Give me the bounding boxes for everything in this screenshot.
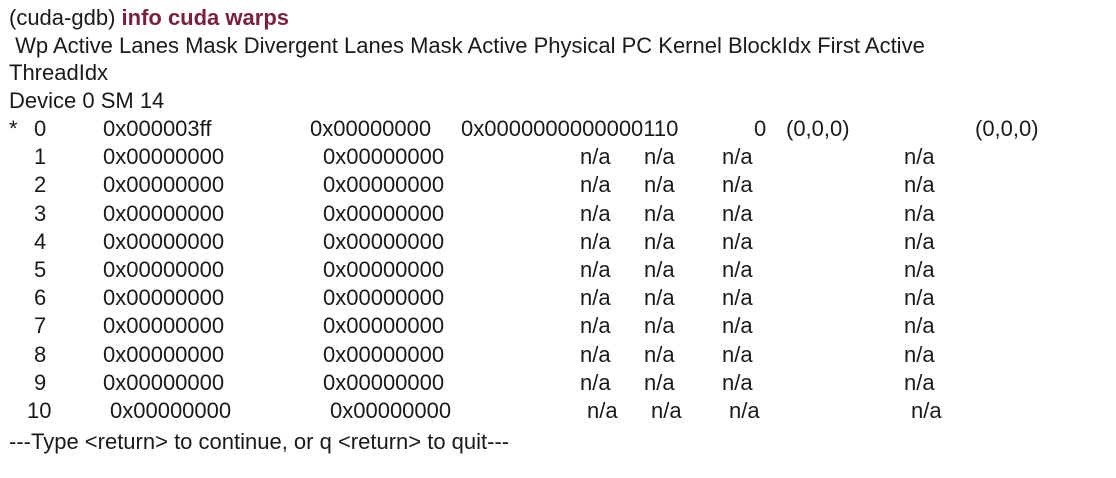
gdb-prompt: (cuda-gdb) xyxy=(9,5,116,30)
active-physical-pc: n/a xyxy=(580,228,611,254)
table-row: 4 0x00000000 0x00000000 n/a n/a n/a n/a xyxy=(0,228,1116,256)
active-lanes-mask: 0x00000000 xyxy=(103,228,225,254)
table-row: 5 0x00000000 0x00000000 n/a n/a n/a n/a xyxy=(0,256,1116,284)
current-warp-marker: * xyxy=(9,116,18,141)
first-active-thread-idx: n/a xyxy=(904,257,935,282)
warp-id: 5 xyxy=(34,257,47,282)
block-idx: n/a xyxy=(722,144,753,170)
table-row: 6 0x00000000 0x00000000 n/a n/a n/a n/a xyxy=(0,284,1116,312)
divergent-lanes-mask: 0x00000000 xyxy=(323,341,445,367)
active-lanes-mask: 0x00000000 xyxy=(103,313,225,339)
table-row: 9 0x00000000 0x00000000 n/a n/a n/a n/a xyxy=(0,369,1116,397)
warp-id: 3 xyxy=(34,200,47,226)
warp-id: 4 xyxy=(34,228,47,254)
first-active-thread-idx: n/a xyxy=(911,398,942,423)
block-idx: n/a xyxy=(722,172,753,198)
table-row: 7 0x00000000 0x00000000 n/a n/a n/a n/a xyxy=(0,312,1116,340)
table-row: 1 0x00000000 0x00000000 n/a n/a n/a n/a xyxy=(0,143,1116,171)
divergent-lanes-mask: 0x00000000 xyxy=(323,200,445,226)
divergent-lanes-mask: 0x00000000 xyxy=(310,116,432,141)
kernel-id: n/a xyxy=(644,144,675,170)
active-physical-pc: n/a xyxy=(580,285,611,311)
block-idx: n/a xyxy=(722,341,753,367)
warp-id: 7 xyxy=(34,313,47,339)
active-lanes-mask: 0x000003ff xyxy=(103,116,212,141)
warp-id: 8 xyxy=(34,341,47,367)
kernel-id: n/a xyxy=(644,341,675,367)
active-lanes-mask: 0x00000000 xyxy=(103,369,225,395)
divergent-lanes-mask: 0x00000000 xyxy=(330,398,452,423)
active-lanes-mask: 0x00000000 xyxy=(110,398,232,423)
divergent-lanes-mask: 0x00000000 xyxy=(323,257,445,282)
block-idx: n/a xyxy=(722,285,753,311)
divergent-lanes-mask: 0x00000000 xyxy=(323,144,445,170)
first-active-thread-idx: n/a xyxy=(904,228,935,254)
active-physical-pc: n/a xyxy=(580,172,611,198)
first-active-thread-idx: n/a xyxy=(904,200,935,226)
active-lanes-mask: 0x00000000 xyxy=(103,341,225,367)
kernel-id: n/a xyxy=(644,369,675,395)
table-header-continued: ThreadIdx xyxy=(9,60,109,85)
block-idx: n/a xyxy=(722,200,753,226)
active-physical-pc: n/a xyxy=(580,144,611,170)
active-lanes-mask: 0x00000000 xyxy=(103,200,225,226)
divergent-lanes-mask: 0x00000000 xyxy=(323,313,445,339)
first-active-thread-idx: n/a xyxy=(904,341,935,367)
kernel-id: n/a xyxy=(644,228,675,254)
warp-id: 0 xyxy=(34,116,47,141)
block-idx: n/a xyxy=(722,369,753,395)
prompt-line: (cuda-gdb) info cuda warps xyxy=(9,4,289,32)
first-active-thread-idx: n/a xyxy=(904,144,935,170)
first-active-thread-idx: n/a xyxy=(904,369,935,395)
table-row: 3 0x00000000 0x00000000 n/a n/a n/a n/a xyxy=(0,200,1116,228)
active-physical-pc: n/a xyxy=(587,398,618,423)
device-info: Device 0 SM 14 xyxy=(9,88,165,113)
divergent-lanes-mask: 0x00000000 xyxy=(323,369,445,395)
active-lanes-mask: 0x00000000 xyxy=(103,257,225,282)
first-active-thread-idx: (0,0,0) xyxy=(975,116,1039,141)
kernel-id: n/a xyxy=(644,172,675,198)
divergent-lanes-mask: 0x00000000 xyxy=(323,285,445,311)
active-physical-pc: n/a xyxy=(580,369,611,395)
active-lanes-mask: 0x00000000 xyxy=(103,285,225,311)
first-active-thread-idx: n/a xyxy=(904,313,935,339)
active-physical-pc: n/a xyxy=(580,341,611,367)
warp-id: 2 xyxy=(34,172,47,198)
kernel-id: n/a xyxy=(644,285,675,311)
first-active-thread-idx: n/a xyxy=(904,172,935,198)
table-row: 8 0x00000000 0x00000000 n/a n/a n/a n/a xyxy=(0,341,1116,369)
table-row: 10 0x00000000 0x00000000 n/a n/a n/a n/a xyxy=(0,397,1116,425)
active-physical-pc: n/a xyxy=(580,257,611,282)
table-header: Wp Active Lanes Mask Divergent Lanes Mas… xyxy=(9,33,925,58)
block-idx: n/a xyxy=(722,257,753,282)
block-idx: n/a xyxy=(722,228,753,254)
active-lanes-mask: 0x00000000 xyxy=(103,172,225,198)
warp-id: 6 xyxy=(34,285,47,311)
kernel-id: n/a xyxy=(644,200,675,226)
first-active-thread-idx: n/a xyxy=(904,285,935,311)
block-idx: (0,0,0) xyxy=(786,116,850,141)
warp-id: 10 xyxy=(27,398,52,423)
table-row: * 0 0x000003ff 0x00000000 0x0000000000000110… xyxy=(0,115,1116,143)
block-idx: n/a xyxy=(722,313,753,339)
warp-id: 1 xyxy=(34,144,47,170)
active-physical-pc: n/a xyxy=(580,313,611,339)
kernel-id: 0 xyxy=(754,116,767,141)
kernel-id: n/a xyxy=(644,313,675,339)
pager-prompt: ---Type <return> to continue, or q <retu… xyxy=(9,429,510,454)
warp-id: 9 xyxy=(34,369,47,395)
active-physical-pc: n/a xyxy=(580,200,611,226)
block-idx: n/a xyxy=(729,398,760,423)
table-row: 2 0x00000000 0x00000000 n/a n/a n/a n/a xyxy=(0,171,1116,199)
active-lanes-mask: 0x00000000 xyxy=(103,144,225,170)
kernel-id: n/a xyxy=(644,257,675,282)
active-physical-pc: 0x0000000000000110 xyxy=(461,116,679,141)
divergent-lanes-mask: 0x00000000 xyxy=(323,172,445,198)
command-text: info cuda warps xyxy=(121,5,289,30)
kernel-id: n/a xyxy=(651,398,682,423)
divergent-lanes-mask: 0x00000000 xyxy=(323,228,445,254)
